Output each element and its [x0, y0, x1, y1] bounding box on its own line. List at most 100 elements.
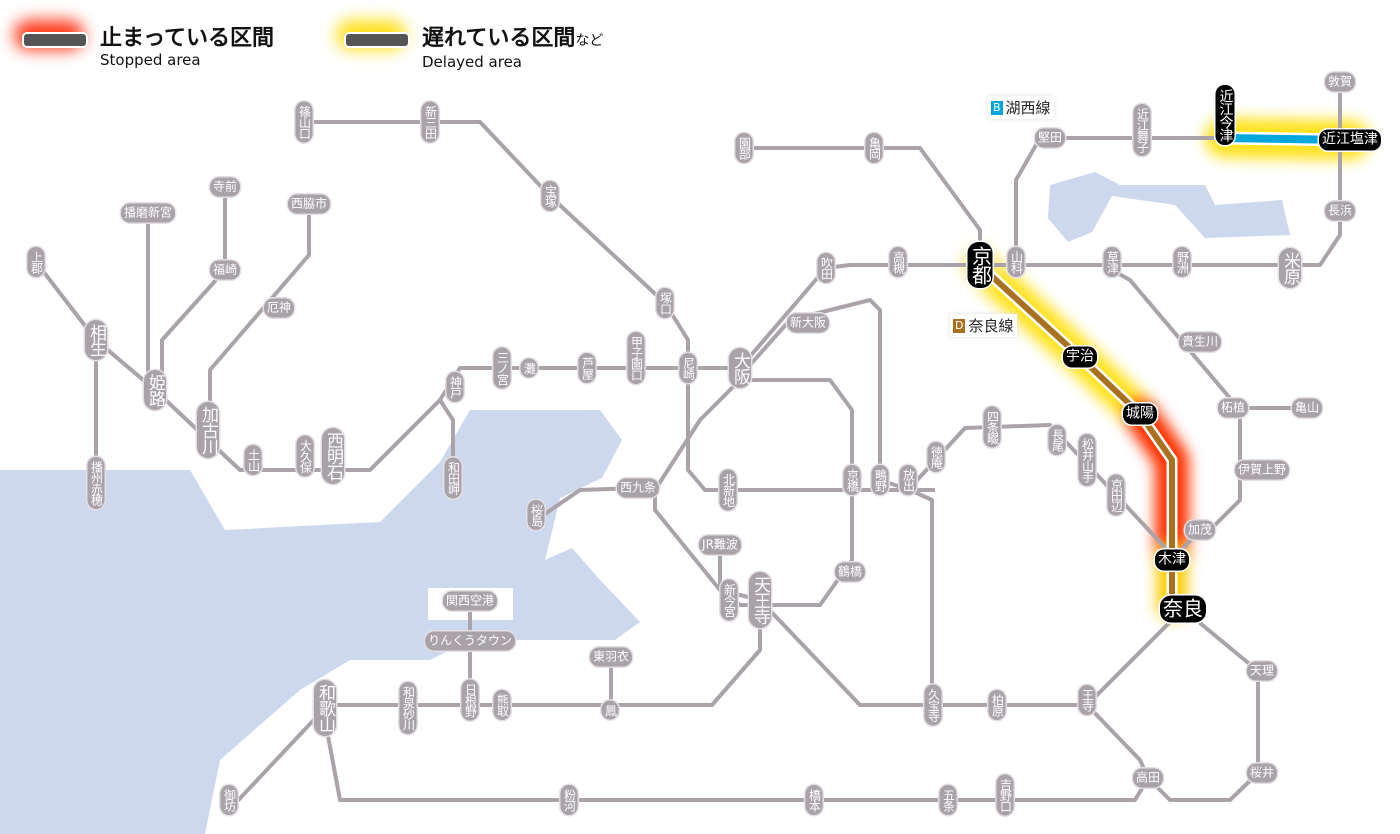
station-izumisunagawa[interactable]: 和泉砂川 — [399, 682, 417, 734]
station-kix[interactable]: 関西空港 — [442, 591, 498, 611]
station-kokawa[interactable]: 粉河 — [560, 785, 578, 815]
station-oji[interactable]: 王寺 — [1078, 685, 1096, 715]
station-koshienguchi[interactable]: 甲子園口 — [627, 332, 645, 384]
station-kumatori[interactable]: 熊取 — [493, 690, 511, 720]
station-otori[interactable]: 鳳 — [601, 700, 619, 720]
line-label-nara[interactable]: D 奈良線 — [950, 314, 1017, 337]
station-sakurai[interactable]: 桜井 — [1246, 763, 1278, 783]
station-kashiwara[interactable]: 柏原 — [988, 690, 1006, 720]
station-tsukaguchi[interactable]: 塚口 — [656, 288, 674, 318]
station-tsuruhashi[interactable]: 鶴橋 — [834, 562, 866, 582]
line-name-nara: 奈良線 — [968, 317, 1014, 335]
station-banshuako[interactable]: 播州赤穂 — [87, 457, 105, 509]
station-matsuiyamate[interactable]: 松井山手 — [1078, 434, 1096, 486]
station-nagahama[interactable]: 長浜 — [1324, 201, 1356, 221]
line-sakurai — [1146, 607, 1260, 802]
line-code-kosei: B — [991, 100, 1003, 115]
station-kusatsu[interactable]: 草津 — [1103, 247, 1121, 277]
legend-stopped: 止まっている区間 Stopped area — [14, 20, 274, 69]
station-rinku[interactable]: りんくうタウン — [425, 631, 515, 651]
station-tenri[interactable]: 天理 — [1246, 661, 1278, 681]
legend-stopped-en: Stopped area — [100, 51, 201, 69]
station-tokuan[interactable]: 徳庵 — [927, 442, 945, 472]
station-hanaten[interactable]: 放出 — [899, 465, 917, 495]
station-shinimamiya[interactable]: 新今宮 — [720, 579, 738, 621]
station-omishiotsu[interactable]: 近江塩津 — [1319, 129, 1381, 151]
station-shinsanda[interactable]: 新三田 — [421, 101, 439, 143]
station-kyuhoji[interactable]: 久宝寺 — [924, 684, 942, 726]
station-katata[interactable]: 堅田 — [1034, 128, 1066, 148]
line-fukuchiyama — [304, 120, 935, 492]
station-nishiakashi[interactable]: 西明石 — [322, 428, 344, 484]
line-kisei — [227, 706, 327, 812]
station-yasu[interactable]: 野洲 — [1173, 247, 1191, 277]
station-harimashingu[interactable]: 播磨新宮 — [120, 203, 176, 223]
station-nishikujo[interactable]: 西九条 — [616, 478, 660, 498]
line-label-kosei[interactable]: B 湖西線 — [988, 96, 1054, 119]
station-kobe[interactable]: 神戸 — [446, 372, 464, 402]
station-tsuge[interactable]: 柘植 — [1217, 398, 1249, 418]
station-okubo[interactable]: 大久保 — [296, 435, 314, 477]
station-aioi[interactable]: 相生 — [85, 320, 107, 360]
station-tsuruga[interactable]: 敦賀 — [1324, 72, 1356, 92]
station-kibukawa[interactable]: 貴生川 — [1178, 332, 1222, 352]
station-kakogawa[interactable]: 加古川 — [197, 402, 219, 458]
station-gojo[interactable]: 五条 — [939, 785, 957, 815]
station-kyotanabe[interactable]: 京田辺 — [1107, 474, 1125, 516]
station-kitashinchi[interactable]: 北新地 — [719, 469, 737, 511]
station-jrnamba[interactable]: JR難波 — [699, 535, 741, 555]
station-omimaiko[interactable]: 近江舞子 — [1133, 104, 1151, 156]
line-wakayama-oji — [1085, 703, 1150, 779]
station-himeji[interactable]: 姫路 — [144, 370, 166, 410]
station-hineno[interactable]: 日根野 — [461, 679, 479, 721]
station-shijonawate[interactable]: 四条畷 — [983, 406, 1001, 448]
station-joyo[interactable]: 城陽 — [1123, 403, 1157, 425]
station-kamigori[interactable]: 上郡 — [27, 247, 45, 277]
station-yakujin[interactable]: 厄神 — [263, 298, 295, 318]
station-fukusaki[interactable]: 福崎 — [209, 260, 241, 280]
station-kyoto[interactable]: 京都 — [967, 242, 993, 288]
station-takada[interactable]: 高田 — [1132, 768, 1164, 788]
station-suita[interactable]: 吹田 — [817, 253, 835, 283]
station-sakurajima[interactable]: 桜島 — [527, 500, 545, 530]
station-nara[interactable]: 奈良 — [1160, 595, 1206, 623]
station-wakayama[interactable]: 和歌山 — [314, 680, 336, 736]
station-gobo[interactable]: 御坊 — [220, 785, 238, 815]
station-kyobashi[interactable]: 京橋 — [843, 465, 861, 495]
station-kizu[interactable]: 木津 — [1155, 549, 1189, 571]
station-yamashina[interactable]: 山科 — [1007, 247, 1025, 277]
station-omiimazu[interactable]: 近江今津 — [1215, 85, 1235, 145]
line-namba — [718, 545, 761, 602]
station-shigino[interactable]: 鴫野 — [871, 465, 889, 495]
station-kameoka[interactable]: 亀岡 — [865, 133, 883, 163]
station-hashimoto[interactable]: 橋本 — [805, 785, 823, 815]
station-igaueno[interactable]: 伊賀上野 — [1234, 460, 1290, 480]
station-kamo[interactable]: 加茂 — [1184, 520, 1216, 540]
station-ashiya[interactable]: 芦屋 — [578, 353, 596, 383]
line-gakkentoshi — [906, 423, 1174, 557]
station-tennoji[interactable]: 天王寺 — [749, 572, 771, 628]
line-wakayama — [323, 719, 1150, 802]
station-shinosaka[interactable]: 新大阪 — [786, 313, 830, 333]
station-osaka[interactable]: 大阪 — [729, 348, 751, 388]
station-sonobe[interactable]: 園部 — [735, 133, 753, 163]
station-wadamisaki[interactable]: 和田岬 — [444, 457, 462, 499]
station-nagao[interactable]: 長尾 — [1048, 425, 1066, 455]
station-sannomiya[interactable]: 三ノ宮 — [493, 347, 511, 389]
station-sasayamaguchi[interactable]: 篠山口 — [295, 101, 313, 143]
affected-lines — [981, 131, 1351, 605]
station-maibara[interactable]: 米原 — [1279, 248, 1301, 288]
station-tsuchiyama[interactable]: 土山 — [244, 445, 262, 475]
station-uji[interactable]: 宇治 — [1063, 346, 1097, 368]
station-kameyama[interactable]: 亀山 — [1291, 398, 1323, 418]
station-teramae[interactable]: 寺前 — [209, 177, 241, 197]
legend-delayed-en: Delayed area — [422, 53, 522, 71]
station-nishiwakishi[interactable]: 西脇市 — [287, 194, 331, 214]
station-amagasaki[interactable]: 尼崎 — [679, 353, 697, 383]
station-higashihagoromo[interactable]: 東羽衣 — [589, 647, 633, 667]
station-yoshinoguchi[interactable]: 吉野口 — [996, 774, 1014, 816]
station-nada[interactable]: 灘 — [520, 358, 538, 378]
station-takatsuki[interactable]: 高槻 — [889, 247, 907, 277]
line-sagano — [744, 146, 982, 265]
station-takarazuka[interactable]: 宝塚 — [541, 181, 559, 211]
